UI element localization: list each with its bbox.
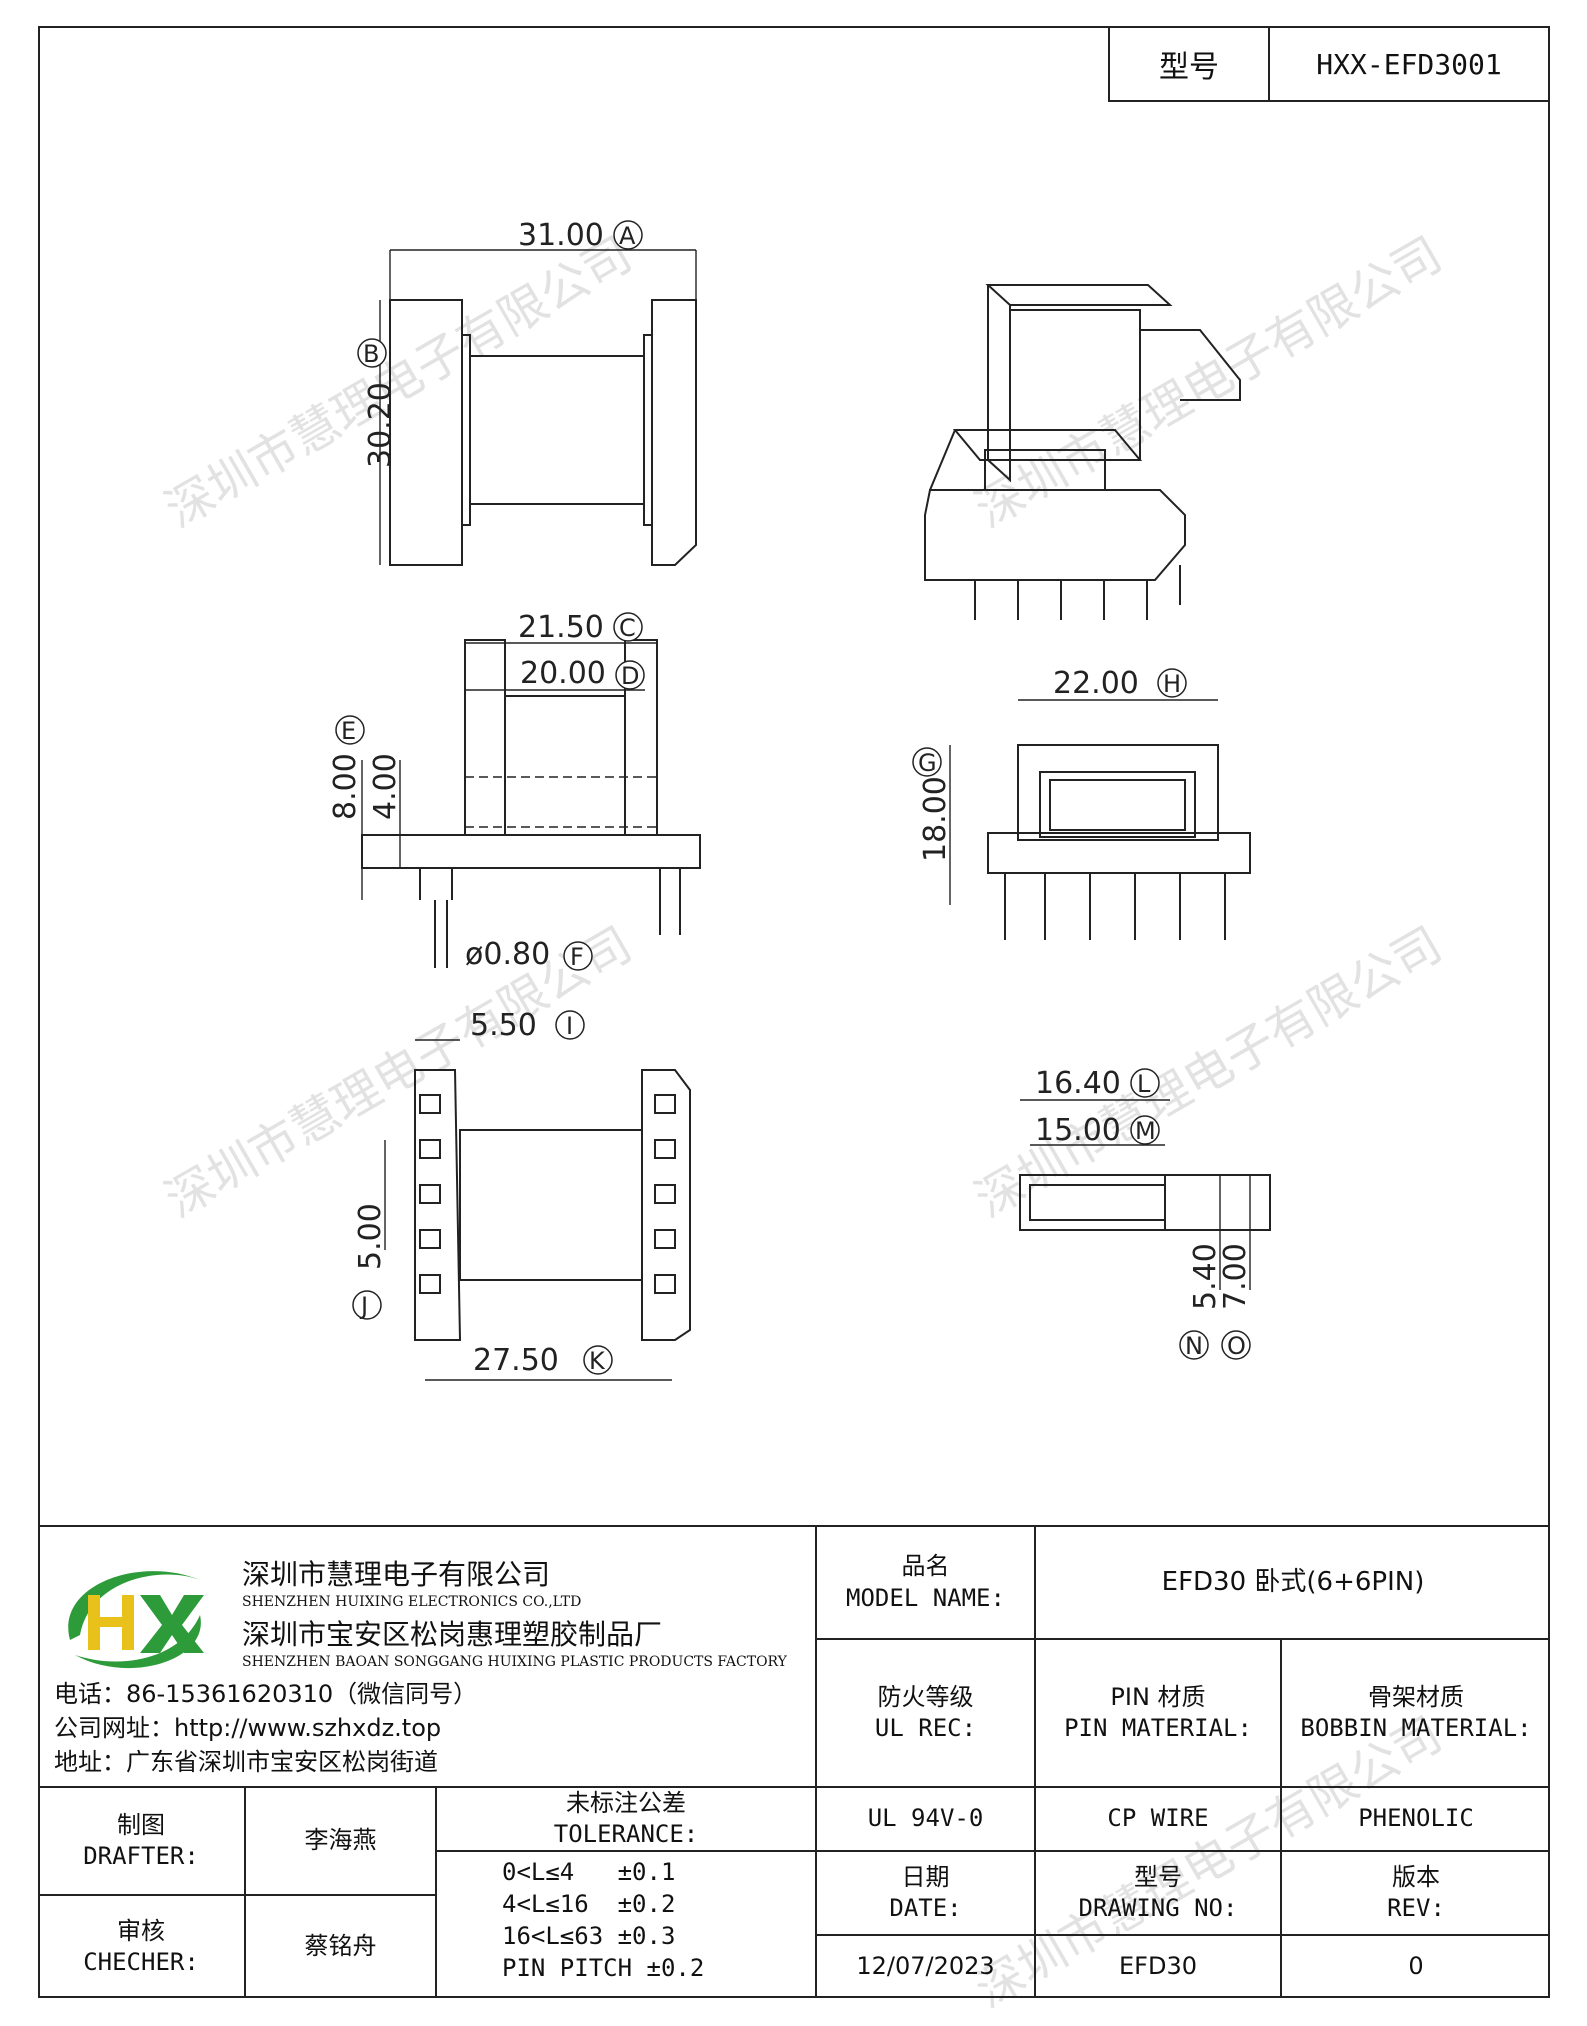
technical-drawing: .o{fill:none;stroke:#222;stroke-width:2;… [328,218,1271,1381]
model-label: 型号 [1110,28,1270,100]
view-bottom [384,1039,691,1381]
checker-value: 蔡铭舟 [304,1932,377,1961]
pin-material-value: CP WIRE [1107,1804,1209,1833]
pins [974,565,1181,620]
tolerance-line: PIN PITCH ±0.2 [502,1954,705,1982]
dim-L-value: 16.40 [1035,1066,1121,1101]
company-website: 公司网址：http://www.szhxdz.top [54,1714,442,1742]
drawing-no-label: 型号 DRAWING NO: [1078,1862,1238,1922]
dim-I-tag: I [566,1012,573,1040]
dim-J-tag: J [359,1292,368,1320]
dim-O-tag: O [1227,1332,1246,1360]
pin-material-label: PIN 材质 PIN MATERIAL: [1064,1682,1252,1742]
drawing-frame [38,26,1550,1998]
factory-name-en: SHENZHEN BAOAN SONGGANG HUIXING PLASTIC … [242,1654,787,1670]
dim-D-tag: D [621,662,639,690]
dim-J-value: 5.00 [353,1203,388,1270]
dimension-labels: 31.00 A B 30.20 21.50 C 20.00 D E 8.00 4… [328,218,1253,1378]
tolerance-label: 未标注公差 TOLERANCE: [553,1788,699,1848]
ul-rec-label: 防火等级 UL REC: [874,1682,977,1742]
view-end [949,699,1251,940]
dim-K-value: 27.50 [473,1343,559,1378]
dim-B-value: 30.20 [363,382,398,468]
checker-label: 审核 CHECHER: [83,1916,199,1976]
rev-label: 版本 REV: [1387,1862,1445,1922]
pin-slots [419,1094,676,1294]
drawing-no-value: EFD30 [1119,1952,1197,1981]
dim-M-tag: M [1135,1117,1156,1145]
drafter-value: 李海燕 [304,1826,377,1855]
dim-I-value: 5.50 [470,1008,537,1043]
pins [1004,873,1226,940]
company-phone: 电话：86-15361620310（微信同号） [54,1680,478,1708]
ul-rec-value: UL 94V-0 [867,1804,984,1833]
dim-E-value: 8.00 [328,753,363,820]
left-flange [389,299,463,566]
dim-H-tag: H [1163,670,1181,698]
tolerance-line: 4<L≤16 ±0.2 [502,1890,676,1918]
date-label: 日期 DATE: [889,1862,962,1922]
rev-value: 0 [1408,1952,1424,1981]
dim-D-value: 20.00 [520,656,606,691]
bobbin-material-value: PHENOLIC [1358,1804,1474,1833]
view-section [1019,1099,1271,1290]
dim-A-tag: A [619,222,636,250]
dim-G-value: 18.00 [918,776,953,862]
model-value: HXX-EFD3001 [1316,47,1502,81]
dim-K-tag: K [589,1347,606,1375]
view-isometric [924,284,1241,620]
tolerance-line: 0<L≤4 ±0.1 [502,1858,676,1886]
dim-O-value: 7.00 [1218,1243,1253,1310]
drafter-label: 制图 DRAFTER: [83,1810,199,1870]
dim-F-value: ø0.80 [465,937,550,972]
model-number-box: 型号 HXX-EFD3001 [1108,26,1550,102]
dim-E2-value: 4.00 [368,753,403,820]
model-name-label: 品名 MODEL NAME: [846,1552,1005,1612]
factory-name-cn: 深圳市宝安区松岗惠理塑胶制品厂 [242,1618,663,1651]
dim-G-tag: G [918,749,937,777]
dim-F-tag: F [570,943,584,971]
dim-B-tag: B [363,340,379,368]
right-flange [651,299,697,566]
company-logo: HX [68,1571,204,1669]
model-name-value: EFD30 卧式(6+6PIN) [1161,1566,1425,1597]
dim-A-value: 31.00 [518,218,604,253]
dim-E-tag: E [341,717,356,745]
company-name-en: SHENZHEN HUIXING ELECTRONICS CO.,LTD [242,1594,582,1610]
left-flange-step [461,334,471,526]
dim-N-value: 5.40 [1188,1243,1223,1310]
view-front [379,249,697,566]
company-address: 地址：广东省深圳市宝安区松岗街道 [54,1748,438,1776]
date-value: 12/07/2023 [856,1952,995,1981]
dim-N-tag: N [1185,1332,1203,1360]
bobbin-material-label: 骨架材质 BOBBIN MATERIAL: [1300,1682,1532,1742]
right-flange-step [643,334,653,526]
dim-H-value: 22.00 [1053,666,1139,701]
dim-L-tag: L [1137,1070,1151,1098]
dim-C-tag: C [619,614,636,642]
dim-M-value: 15.00 [1035,1113,1121,1148]
company-name-cn: 深圳市慧理电子有限公司 [242,1558,551,1591]
view-side [361,639,701,968]
dim-C-value: 21.50 [518,610,604,645]
winding-core [469,355,645,505]
tolerance-line: 16<L≤63 ±0.3 [502,1922,676,1950]
